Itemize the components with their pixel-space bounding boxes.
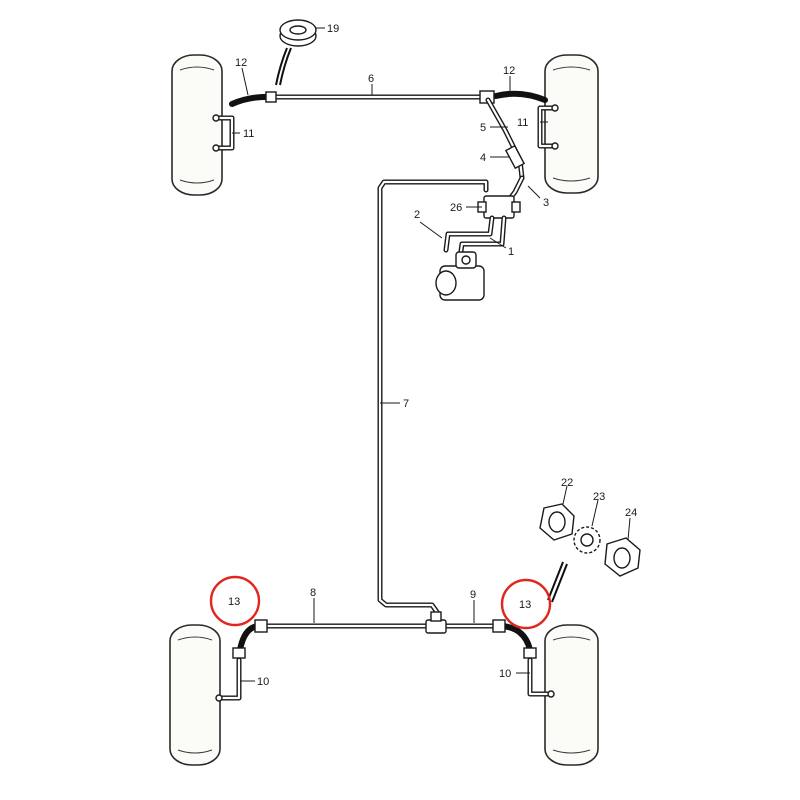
hose-end-detail: [547, 561, 568, 603]
callout-13-left: 13: [228, 596, 240, 608]
highlight-circle-right: [500, 578, 552, 630]
callout-12-left: 12: [235, 57, 247, 69]
callout-2: 2: [414, 209, 420, 221]
pipe-5-4: [485, 97, 526, 181]
main-pipe-7: [377, 179, 489, 628]
callout-23: 23: [593, 491, 605, 503]
callout-6: 6: [368, 73, 374, 85]
leader-lines: [232, 27, 631, 682]
front-right-caliper-pipe-11: [537, 104, 559, 150]
part-22-nut: [539, 503, 575, 541]
callout-1: 1: [508, 246, 514, 258]
rear-tee-piece: [425, 611, 447, 634]
callout-11-left: 11: [243, 128, 254, 140]
callout-4: 4: [480, 152, 486, 164]
callout-24: 24: [625, 507, 637, 519]
part-23-lock-washer: [573, 526, 601, 554]
callout-19: 19: [327, 23, 339, 35]
front-left-hose-12: [229, 91, 277, 107]
callout-7: 7: [403, 398, 409, 410]
master-cylinder: [435, 251, 485, 301]
callout-13-right: 13: [519, 599, 531, 611]
pressure-valve-26: [477, 195, 521, 219]
rear-right-hose-13: [492, 619, 537, 659]
callout-3: 3: [543, 197, 549, 209]
wheel-front-left: [171, 54, 223, 196]
rear-left-caliper-pipe-10: [215, 657, 242, 702]
part-24-nut: [604, 537, 641, 577]
callout-10-left: 10: [257, 676, 269, 688]
part-19-grommet: [275, 19, 317, 86]
callout-12-right: 12: [503, 65, 515, 77]
pipes-1-2: [443, 215, 507, 261]
wheel-rear-left: [169, 624, 221, 766]
callout-8: 8: [310, 587, 316, 599]
wheel-front-right: [544, 54, 599, 194]
callout-26: 26: [450, 202, 462, 214]
callout-9: 9: [470, 589, 476, 601]
callout-22: 22: [561, 477, 573, 489]
callout-5: 5: [480, 122, 486, 134]
rear-left-hose-13: [232, 619, 268, 659]
callout-10-right: 10: [499, 668, 511, 680]
highlight-circle-left: [209, 575, 261, 627]
callout-11-right: 11: [517, 117, 528, 129]
rear-right-caliper-pipe-10: [527, 657, 555, 698]
